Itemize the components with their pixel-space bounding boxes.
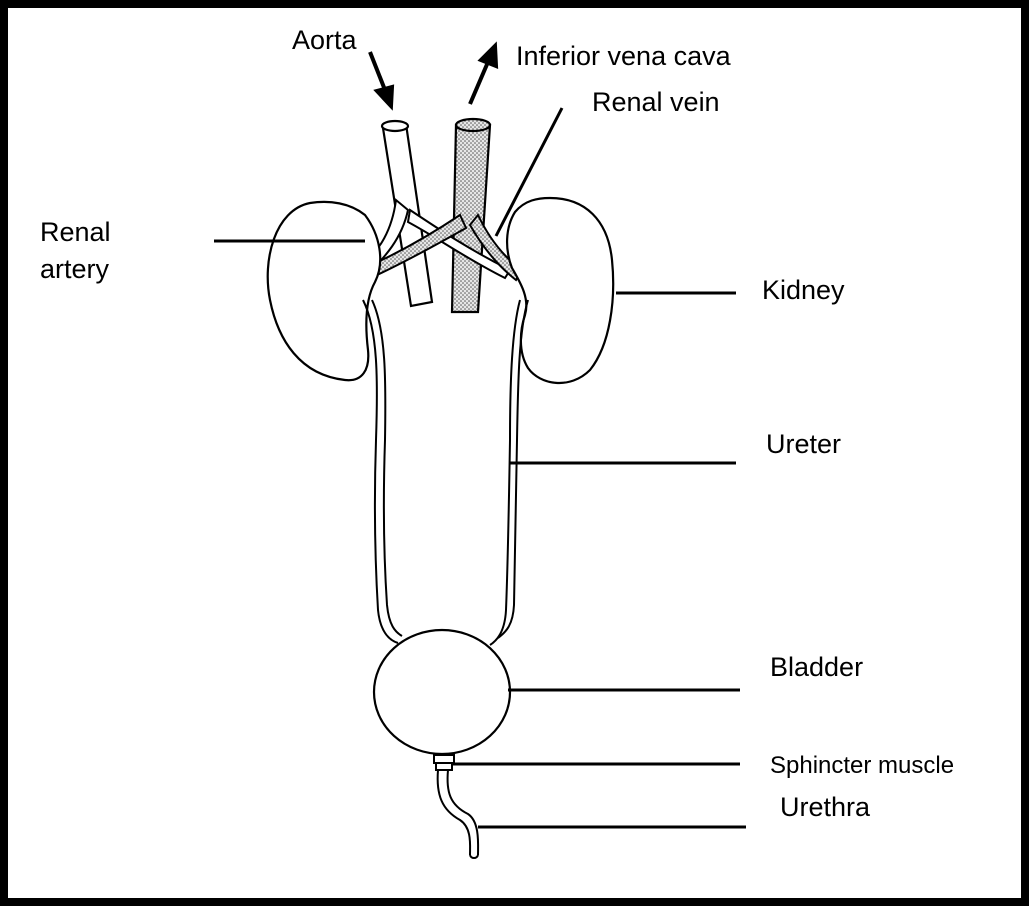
inferior-vena-cava-label: Inferior vena cava (516, 42, 731, 72)
ureter-label: Ureter (766, 430, 841, 460)
ureter-tubes (363, 300, 528, 645)
sphincter-muscle (434, 755, 454, 770)
right-kidney (507, 198, 613, 383)
urethra-label: Urethra (780, 793, 870, 823)
bladder (374, 630, 510, 754)
left-kidney (268, 202, 380, 380)
renal-artery-label-line1: Renal (40, 218, 111, 248)
renal-artery-label-line2: artery (40, 255, 109, 285)
renal-vein-label: Renal vein (592, 88, 720, 118)
urethra (438, 770, 478, 858)
inferior-vena-cava-arrow (470, 46, 496, 104)
bladder-label: Bladder (770, 653, 863, 683)
sphincter-muscle-label: Sphincter muscle (770, 753, 954, 779)
aorta-label: Aorta (292, 26, 357, 56)
aorta-arrow (370, 52, 392, 106)
kidney-label: Kidney (762, 276, 845, 306)
